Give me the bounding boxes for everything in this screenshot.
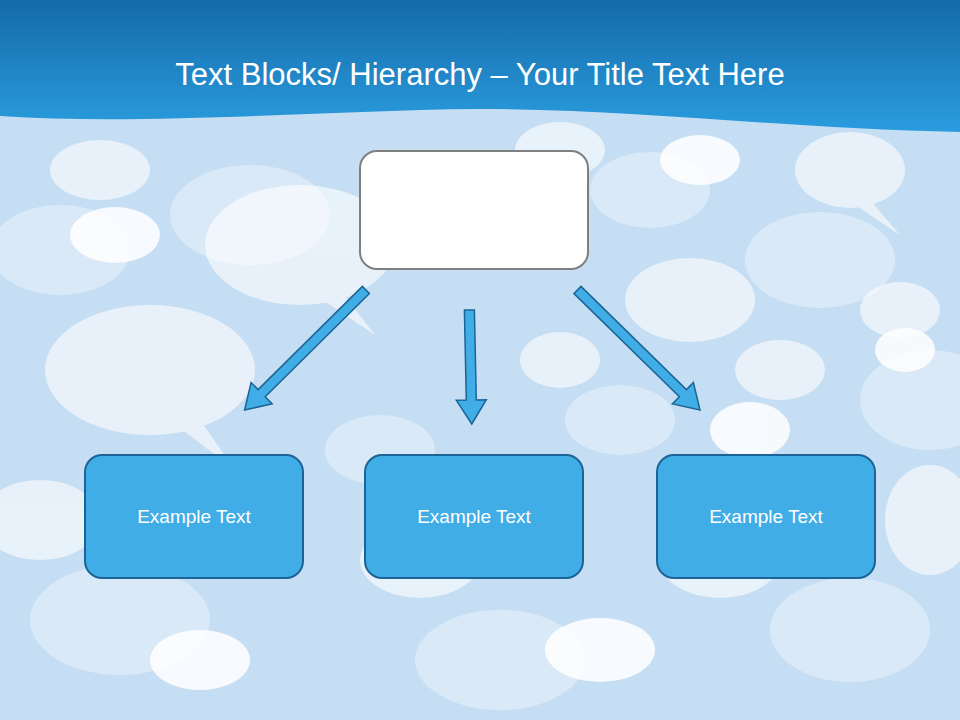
box-label: Example Text [709,505,823,529]
block-arrow [456,310,486,424]
block-arrow [245,286,370,410]
block-arrow [574,286,700,410]
process-box: Example Text [656,454,876,579]
process-box: Example Text [84,454,304,579]
box-label: Example Text [137,505,251,529]
box-label: Example Text [417,505,531,529]
slide-title: Text Blocks/ Hierarchy – Your Title Text… [0,56,960,94]
process-box: Example Text [364,454,584,579]
root-box [359,150,589,270]
